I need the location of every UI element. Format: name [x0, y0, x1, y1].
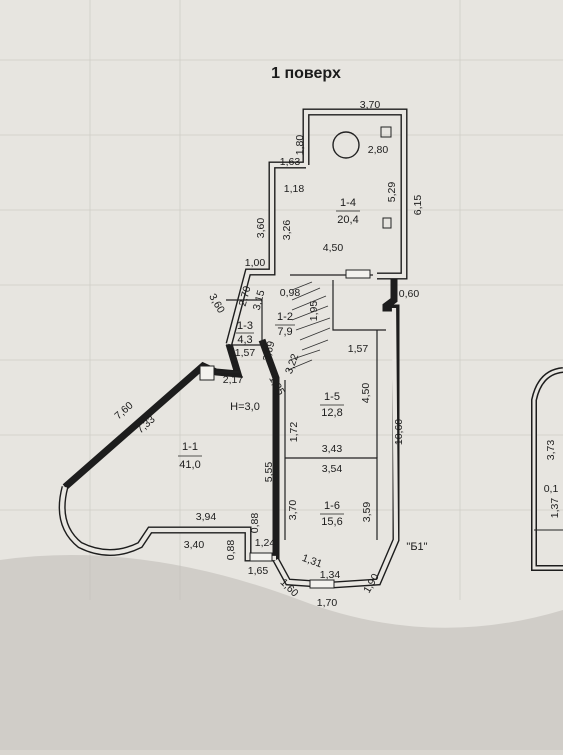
dimension: 1,65 [248, 565, 269, 577]
dimension: 1,34 [320, 569, 341, 581]
dimension: 3,26 [281, 220, 293, 241]
dimension: 0,88 [225, 540, 237, 561]
window [249, 552, 273, 562]
room-id: 1-4 [340, 197, 356, 209]
window [199, 365, 215, 381]
dimension: 3,40 [184, 539, 205, 551]
dimension: 3,15 [251, 289, 268, 312]
dimension: 2,17 [223, 374, 244, 386]
photo-shadow [0, 555, 563, 750]
dimension: 1,63 [280, 156, 301, 168]
dimension: 1,00 [245, 257, 266, 269]
dimension: 1,72 [288, 422, 300, 443]
dimension: 3,59 [361, 502, 373, 523]
room-id: 1-3 [237, 320, 253, 332]
dimension: 3,73 [545, 440, 557, 461]
dimension: 4,50 [360, 383, 372, 404]
dimension: 3,70 [287, 500, 299, 521]
height-label: H=3,0 [230, 401, 260, 413]
outer-walls-core [60, 109, 407, 588]
dimension: 2,80 [368, 144, 389, 156]
dimension: 3,94 [196, 511, 217, 523]
interior-walls [216, 274, 386, 540]
dimension: 1,57 [235, 347, 256, 359]
dimension: 6,15 [412, 195, 424, 216]
room-id: 1-2 [277, 311, 293, 323]
dimension: 1,80 [294, 135, 306, 156]
dimension: 0,60 [399, 288, 420, 300]
dimension: 3,70 [360, 99, 381, 111]
dimension: 4,50 [323, 242, 344, 254]
dimension: 1,70 [317, 597, 338, 609]
dimension: 1,95 [308, 301, 320, 322]
room-id: 1-6 [324, 500, 340, 512]
paper-grid [0, 0, 563, 600]
staircase [287, 281, 331, 371]
dimension: 1,24 [255, 537, 276, 549]
vent-icon [382, 217, 392, 229]
dimension: 3,69 [261, 340, 278, 363]
round-fixture-icon [332, 131, 360, 159]
dimension: 0,98 [280, 287, 301, 299]
dimension: 5,55 [263, 462, 275, 483]
room-labels: 1-1 41,0 1-2 7,9 1-3 4,3 1-4 20,4 1-5 12… [178, 197, 360, 528]
window [309, 579, 335, 589]
dimension: 3,54 [322, 463, 343, 475]
dimension: 0,88 [249, 513, 261, 534]
vent-icon [380, 126, 392, 138]
room-area: 15,6 [321, 516, 342, 528]
dimension: 1,37 [549, 498, 561, 519]
floor-title: 1 поверх [271, 65, 341, 82]
room-id: 1-5 [324, 391, 340, 403]
dimension: 1,57 [348, 343, 369, 355]
room-area: 7,9 [277, 326, 292, 338]
windows [199, 269, 371, 589]
adjacent-plan-fragment: 3,73 0,1 1,37 [531, 367, 563, 571]
dimension: 10,60 [393, 419, 405, 445]
room-area: 12,8 [321, 407, 342, 419]
dimension: 3,60 [255, 218, 267, 239]
dimension: 3,43 [322, 443, 343, 455]
window [345, 269, 371, 279]
room-id: 1-1 [182, 441, 198, 453]
dimension: 5,29 [386, 182, 398, 203]
room-area: 20,4 [337, 214, 358, 226]
room-area: 41,0 [179, 459, 200, 471]
dimension: 2,70 [237, 285, 254, 308]
dimension: 0,1 [544, 483, 559, 495]
building-label: "Б1" [406, 541, 427, 553]
room-area: 4,3 [237, 334, 252, 346]
dimension: 1,18 [284, 183, 305, 195]
